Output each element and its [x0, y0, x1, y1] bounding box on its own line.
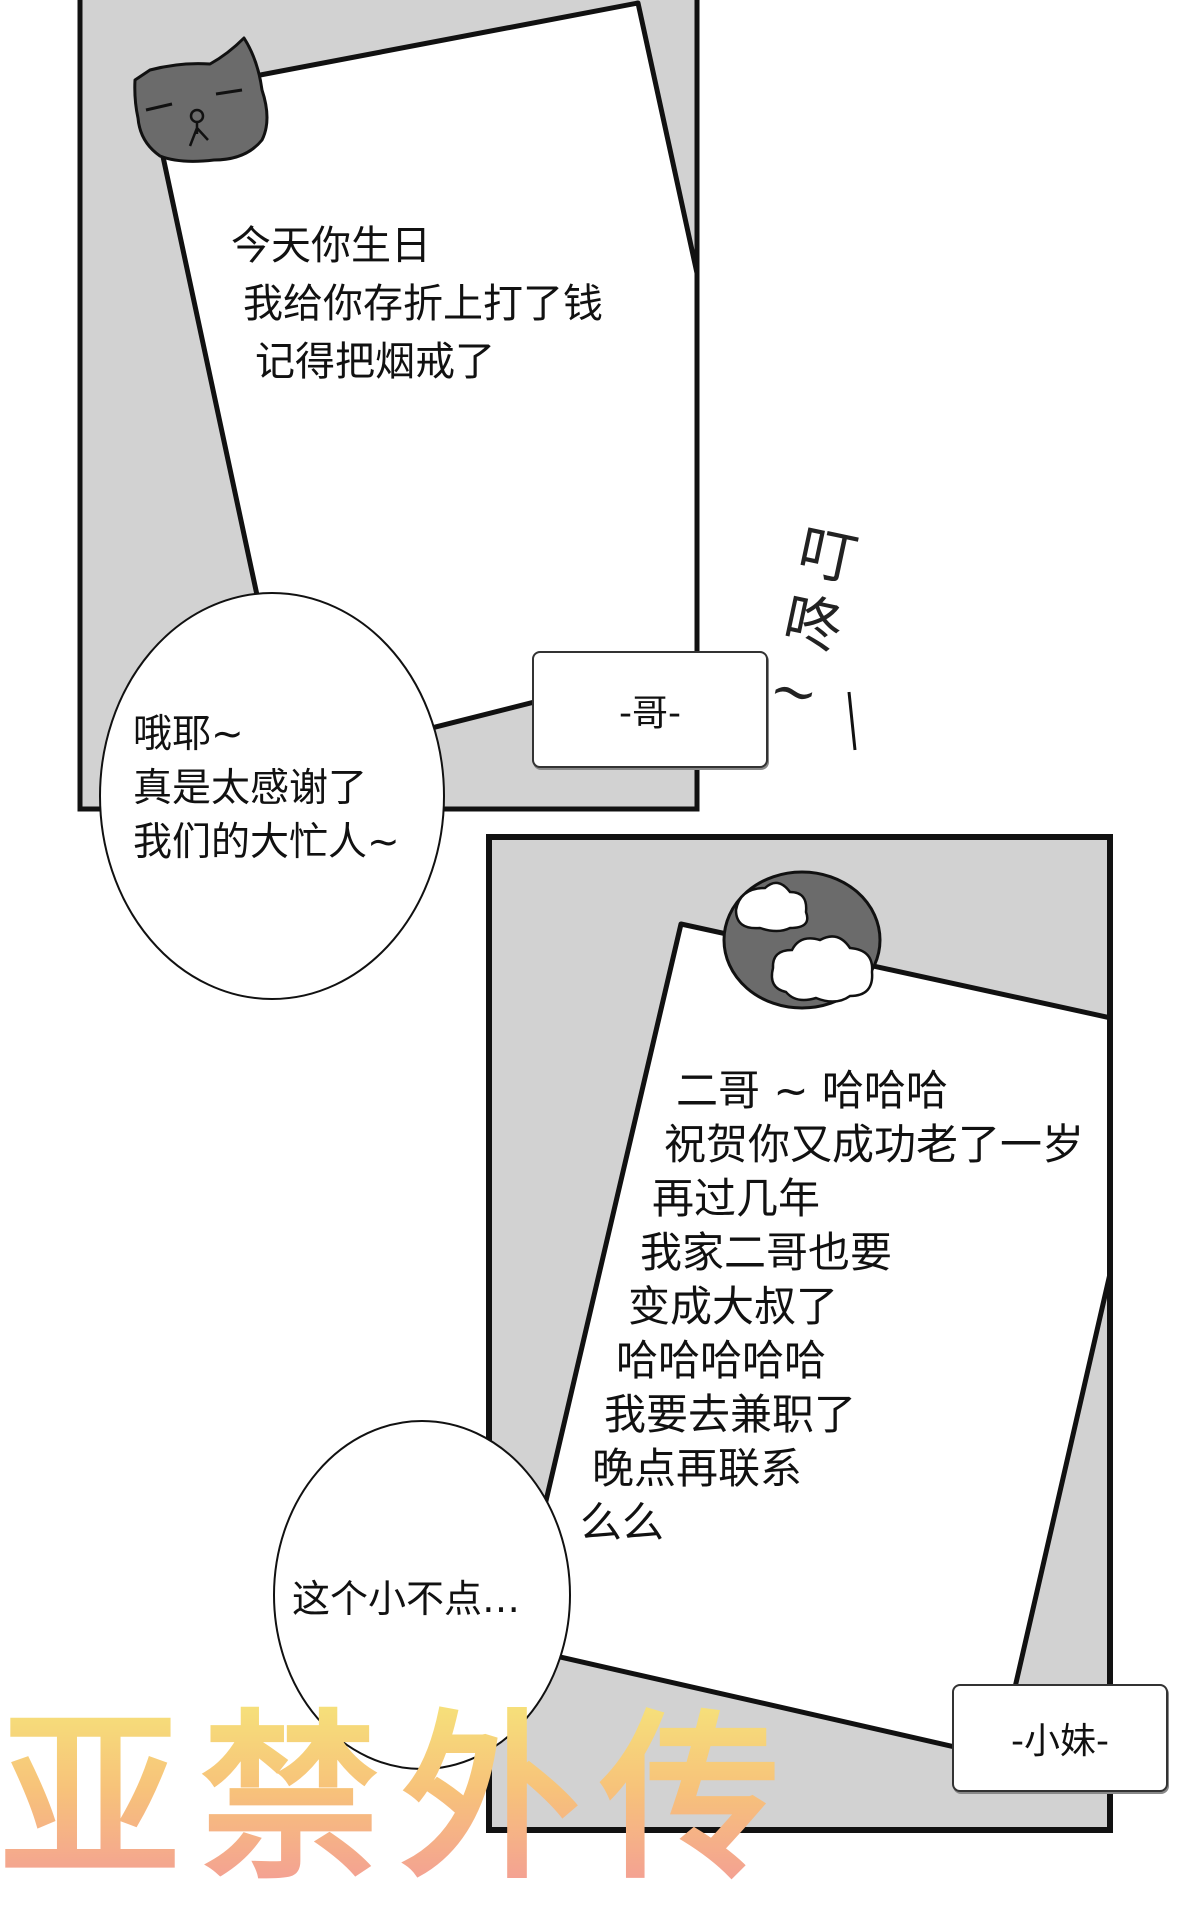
- note-2-line: 哈哈哈哈哈: [616, 1336, 827, 1385]
- note-2-line: 么么: [580, 1498, 665, 1547]
- note-2-line: 再过几年: [652, 1174, 821, 1223]
- speech-line: 哦耶~: [133, 712, 244, 757]
- cat-head-icon: [133, 36, 269, 163]
- signature-caption-brother: -哥-: [532, 651, 768, 768]
- speech-bubble-2: [273, 1420, 571, 1770]
- sound-effect-stroke: [847, 691, 857, 751]
- note-2-line: 我要去兼职了: [604, 1390, 857, 1439]
- signature-caption-sister: -小妹-: [952, 1684, 1168, 1792]
- panel-1: [77, 0, 700, 1000]
- watermark-logo: 亚禁外传: [0, 1695, 801, 1904]
- speech-bubble-2-text: 这个小不点…: [292, 1577, 521, 1621]
- note-2-line: 晚点再联系: [592, 1444, 803, 1493]
- panel-2: [273, 834, 1113, 1833]
- note-1-line: 我给你存折上打了钱: [243, 281, 603, 327]
- speech-line: 真是太感谢了: [133, 766, 368, 811]
- note-2-line: 变成大叔了: [628, 1282, 839, 1331]
- speech-line: 我们的大忙人~: [133, 820, 400, 865]
- speech-bubble-1: [99, 592, 445, 1000]
- speech-bubble-1-text: 哦耶~ 真是太感谢了 我们的大忙人~: [133, 708, 400, 870]
- note-2-line: 祝贺你又成功老了一岁: [664, 1120, 1085, 1169]
- note-2-line: 二哥 ~ 哈哈哈: [676, 1066, 948, 1115]
- globe-cloud-icon: [722, 870, 882, 1010]
- note-1-line: 今天你生日: [231, 223, 431, 269]
- note-1-line: 记得把烟戒了: [255, 339, 495, 385]
- note-2-line: 我家二哥也要: [640, 1228, 893, 1277]
